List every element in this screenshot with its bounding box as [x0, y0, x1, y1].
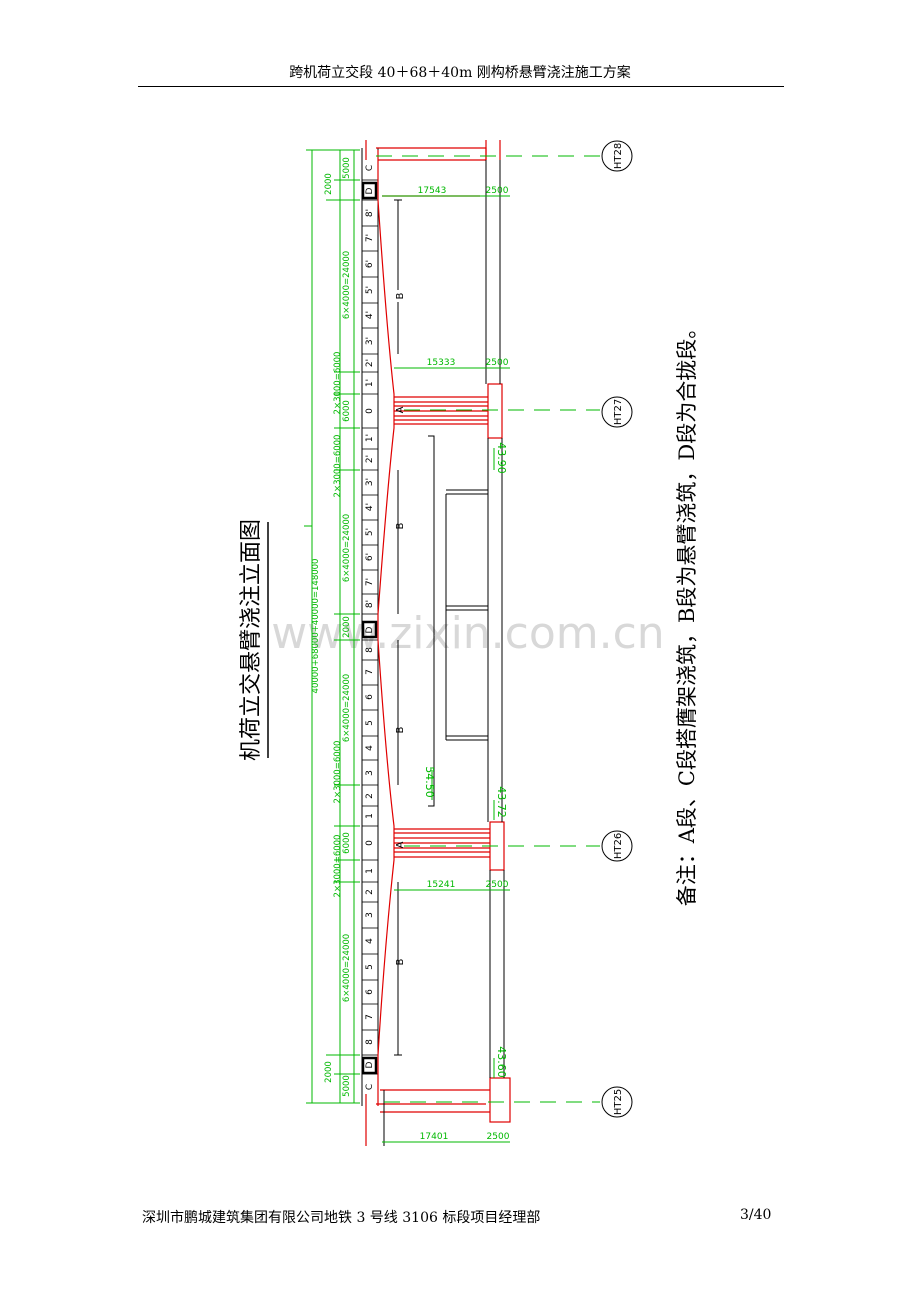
elev-43-90: 43.90 — [495, 442, 508, 474]
support-frame — [383, 160, 505, 1146]
elev-43-72: 43.72 — [495, 786, 508, 818]
seg-8-b: 8 — [365, 1039, 375, 1045]
seg-3p-b: 3' — [365, 478, 375, 486]
dim-5000-top: 5000 — [342, 157, 352, 179]
seg-2p-a: 2' — [365, 359, 375, 367]
dim-2500-b: 2500 — [486, 358, 509, 368]
segment-dividers — [362, 179, 378, 1075]
header-rule — [138, 86, 784, 87]
pier-axis-lines — [376, 155, 600, 1103]
seg-6p-a: 6' — [365, 260, 375, 268]
dim-5000-bot: 5000 — [342, 1075, 352, 1097]
seg-d-top: D — [365, 187, 375, 194]
pier-label-ht28: HT28 — [613, 143, 624, 169]
label-b-2: B — [395, 522, 406, 529]
seg-4p-a: 4' — [365, 311, 375, 319]
dim-6x4000-b: 6×4000=24000 — [342, 514, 352, 582]
green-horizontal-dims — [382, 195, 510, 1143]
elev-43-60: 43.60 — [495, 1046, 508, 1078]
dim-2x3000-d: 2×3000=6000 — [333, 835, 343, 898]
pier-ht25-structure — [380, 1077, 511, 1123]
seg-1: 1 — [365, 813, 375, 819]
seg-2: 2 — [365, 793, 375, 799]
dim-2000-mid: 2000 — [342, 616, 352, 638]
seg-7: 7 — [365, 669, 375, 675]
seg-1p-a: 1' — [365, 379, 375, 387]
dim-6x4000-d: 6×4000=24000 — [342, 934, 352, 1002]
dim-15333: 15333 — [427, 358, 456, 368]
seg-5p-a: 5' — [365, 286, 375, 294]
seg-6-b: 6 — [365, 989, 375, 995]
dim-total: 40000+68000+40000=148000 — [311, 559, 321, 694]
dim-17401: 17401 — [420, 1132, 449, 1142]
closure-box-bot — [361, 1056, 378, 1075]
elev-54-50: 54.50 — [423, 766, 436, 798]
seg-7p-b: 7' — [365, 578, 375, 586]
drawing-title: 机荷立交悬臂浇注立面图 — [239, 519, 264, 761]
seg-7p-a: 7' — [365, 234, 375, 242]
seg-2p-b: 2' — [365, 455, 375, 463]
label-a-bot: A — [395, 841, 406, 848]
seg-4-b: 4 — [365, 938, 375, 944]
seg-4: 4 — [365, 745, 375, 751]
seg-3: 3 — [365, 770, 375, 776]
label-a-top: A — [395, 406, 406, 413]
seg-8: 8 — [365, 647, 375, 653]
seg-d-mid: D — [365, 626, 375, 633]
dim-2x3000-b: 2×3000=6000 — [333, 435, 343, 498]
seg-c-top: C — [365, 165, 375, 171]
dim-6x4000-c: 6×4000=24000 — [342, 674, 352, 742]
dim-2000-top: 2000 — [324, 173, 334, 195]
seg-7-b: 7 — [365, 1014, 375, 1020]
dim-2500-a: 2500 — [486, 186, 509, 196]
watermark: www.zixin.com.cn — [271, 608, 664, 659]
seg-6p-b: 6' — [365, 553, 375, 561]
pier-label-ht25: HT25 — [613, 1089, 624, 1115]
seg-0-b: 0 — [365, 840, 375, 846]
seg-d-bot: D — [365, 1061, 375, 1068]
seg-0-a: 0 — [365, 408, 375, 414]
page-footer-company: 深圳市鹏城建筑集团有限公司地铁 3 号线 3106 标段项目经理部 — [142, 1210, 541, 1226]
drawing-note: 备注：A段、C段搭膺架浇筑，B段为悬臂浇筑，D段为合拢段。 — [675, 318, 699, 907]
dim-6x4000-a: 6×4000=24000 — [342, 251, 352, 319]
seg-5-b: 5 — [365, 964, 375, 970]
seg-1-b: 1 — [365, 868, 375, 874]
dimension-lines — [304, 149, 360, 1104]
pier-label-ht26: HT26 — [613, 833, 624, 859]
label-b-3: B — [395, 726, 406, 733]
seg-2-b: 2 — [365, 889, 375, 895]
label-b1-gap — [395, 290, 404, 302]
dim-17543: 17543 — [418, 186, 447, 196]
label-b-1-visible: B — [395, 292, 406, 299]
dim-15241: 15241 — [427, 880, 456, 890]
dim-2500-c: 2500 — [486, 880, 509, 890]
seg-5: 5 — [365, 720, 375, 726]
seg-3-b: 3 — [365, 912, 375, 918]
seg-1p-b: 1' — [365, 434, 375, 442]
pier-label-ht27: HT27 — [613, 399, 624, 425]
closure-box-mid — [361, 620, 378, 639]
seg-5p-b: 5' — [365, 528, 375, 536]
page-header: 跨机荷立交段 40＋68＋40m 刚构桥悬臂浇注施工方案 — [289, 65, 631, 81]
page-number: 3/40 — [740, 1207, 772, 1223]
seg-8p-b: 8' — [365, 600, 375, 608]
pier-ht27-structure — [394, 383, 503, 439]
label-b-4: B — [395, 958, 406, 965]
dim-2500-d: 2500 — [487, 1132, 510, 1142]
dim-2x3000-c: 2×3000=6000 — [333, 741, 343, 804]
seg-3p-a: 3' — [365, 337, 375, 345]
dim-2000-bot: 2000 — [324, 1061, 334, 1083]
pier-circles — [601, 140, 633, 1118]
seg-8p-a: 8' — [365, 209, 375, 217]
dim-6000-b: 6000 — [342, 832, 352, 854]
seg-c-bot: C — [365, 1084, 375, 1090]
seg-4p-b: 4' — [365, 503, 375, 511]
closure-box-top — [361, 181, 378, 200]
dim-6000-a: 6000 — [342, 400, 352, 422]
dim-2x3000-a: 2×3000=6000 — [333, 352, 343, 415]
seg-6: 6 — [365, 694, 375, 700]
pier-ht26-structure — [394, 821, 505, 871]
